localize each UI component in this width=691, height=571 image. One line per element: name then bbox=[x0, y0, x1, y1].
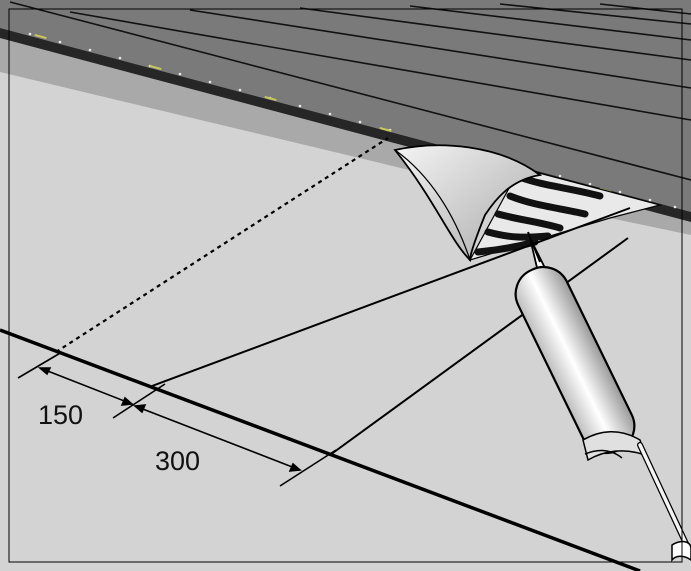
dimension-label-150: 150 bbox=[38, 400, 83, 430]
seam-fastener-dots bbox=[28, 32, 677, 209]
dimension-label-300: 300 bbox=[155, 446, 200, 476]
dimension-lines bbox=[17, 351, 337, 487]
caulking-gun-icon bbox=[514, 231, 691, 563]
frame-border bbox=[8, 8, 683, 563]
peeled-membrane-corner-icon bbox=[393, 144, 543, 263]
membrane-edges bbox=[0, 207, 641, 571]
roof-deck bbox=[0, 0, 691, 212]
projection-dotted-line bbox=[55, 137, 389, 353]
